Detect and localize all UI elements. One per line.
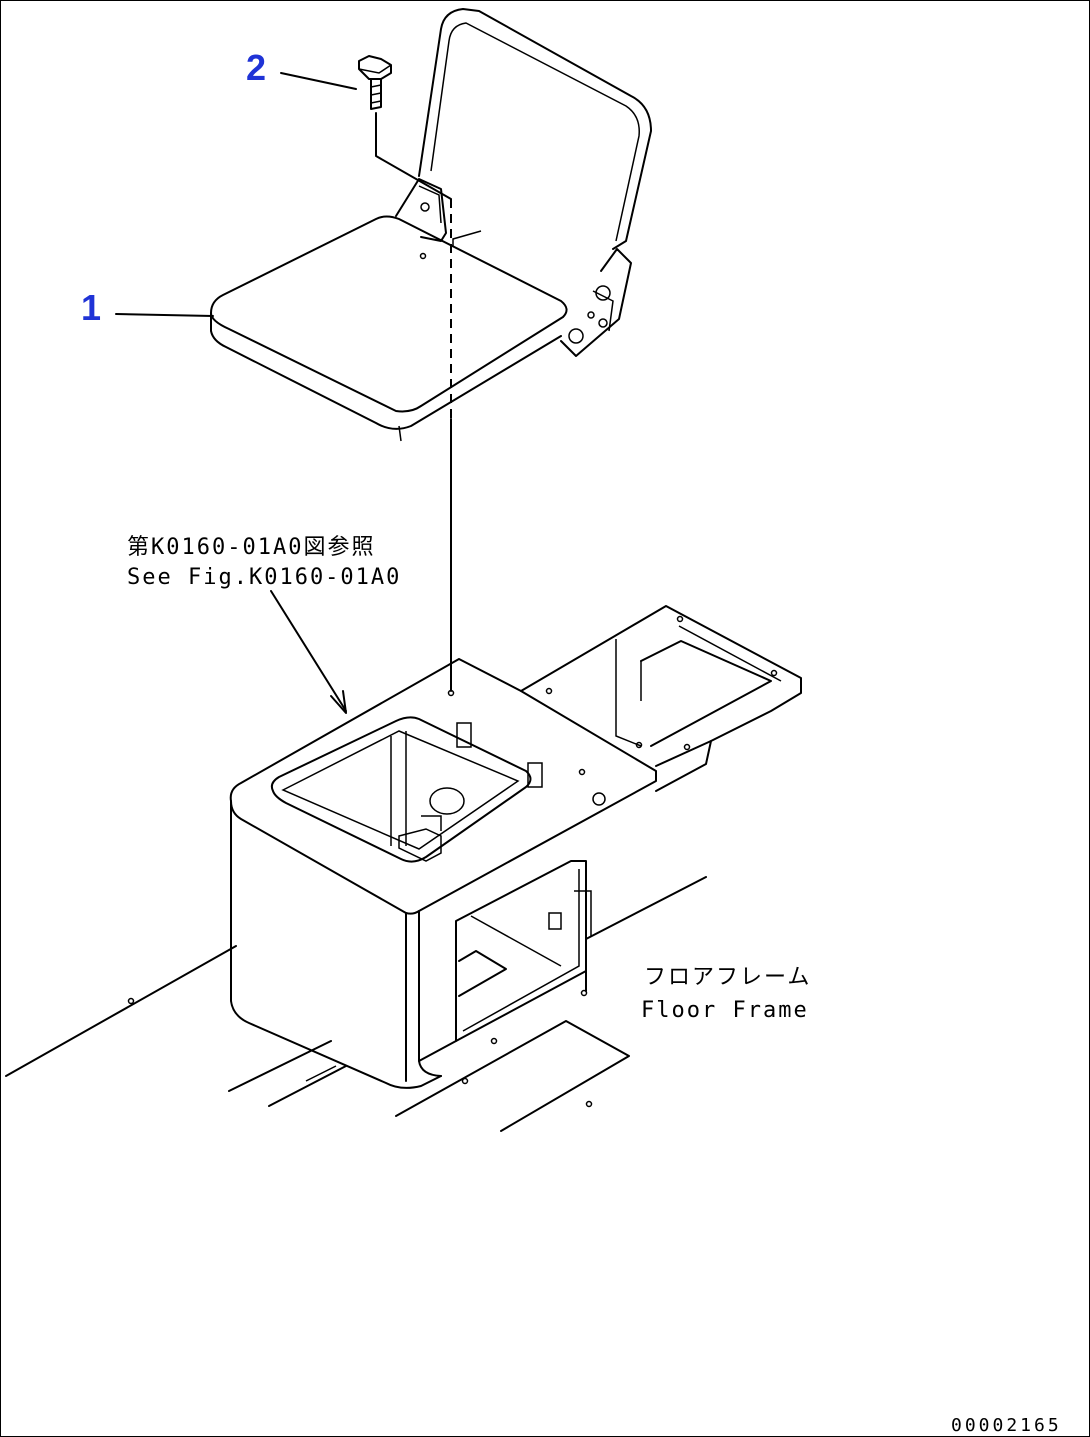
document-number: 00002165 xyxy=(951,1415,1062,1436)
callout-number-2: 2 xyxy=(246,47,266,88)
console-box-drawing xyxy=(127,605,802,1108)
callout-number-1: 1 xyxy=(81,287,101,328)
assembly-lines xyxy=(115,72,452,714)
reference-note-jp: 第K0160-01A0図参照 xyxy=(127,535,375,560)
floor-frame-drawing xyxy=(5,740,712,1132)
seat-drawing xyxy=(210,8,652,442)
reference-note-en: See Fig.K0160-01A0 xyxy=(127,565,401,590)
floor-frame-label-jp: フロアフレーム xyxy=(644,965,811,990)
bolt-drawing xyxy=(358,55,392,110)
floor-frame-label-en: Floor Frame xyxy=(641,998,809,1023)
